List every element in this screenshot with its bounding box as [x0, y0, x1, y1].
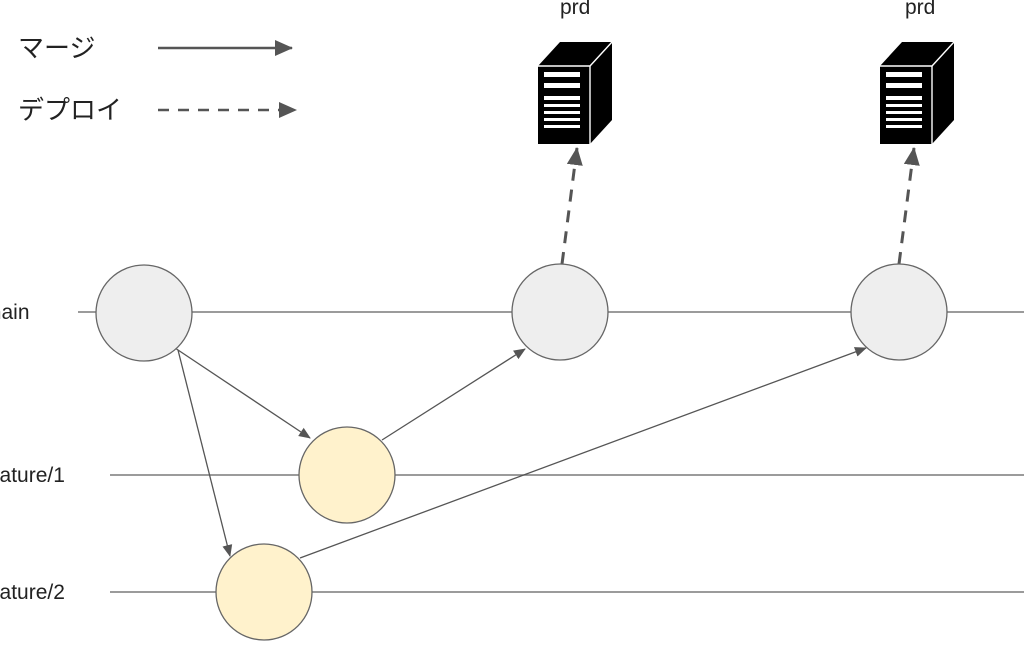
main-commit-1 — [95, 264, 193, 362]
deploy-arrow-1 — [560, 147, 583, 265]
branch-arrow-main-to-feature1 — [174, 347, 311, 439]
feature2-commit — [215, 543, 313, 641]
server-1: prd — [538, 0, 613, 144]
server-icon — [880, 41, 955, 144]
server-2: prd — [880, 0, 955, 144]
deploy-arrow-2 — [897, 147, 920, 265]
deploy-arrows — [560, 147, 920, 265]
main-commit-2 — [511, 263, 609, 361]
branch-labels: main feature/1 feature/2 — [0, 301, 65, 604]
legend: マージ デプロイ — [18, 34, 297, 126]
legend-merge-label: マージ — [18, 34, 95, 64]
merge-arrow-feature1-to-main — [381, 348, 526, 441]
branch-label-feature1: feature/1 — [0, 464, 65, 487]
branch-label-main: main — [0, 301, 30, 324]
branch-arrow-main-to-feature2 — [177, 349, 233, 557]
merge-arrows — [174, 347, 867, 559]
server-icon — [538, 41, 613, 144]
server-2-label: prd — [905, 0, 935, 19]
server-1-label: prd — [560, 0, 590, 19]
legend-deploy-label: デプロイ — [18, 96, 122, 126]
merge-arrow-feature2-to-main — [299, 347, 867, 559]
main-commit-3 — [850, 263, 948, 361]
commit-nodes — [95, 263, 948, 641]
branch-label-feature2: feature/2 — [0, 581, 65, 604]
feature1-commit — [298, 426, 396, 524]
